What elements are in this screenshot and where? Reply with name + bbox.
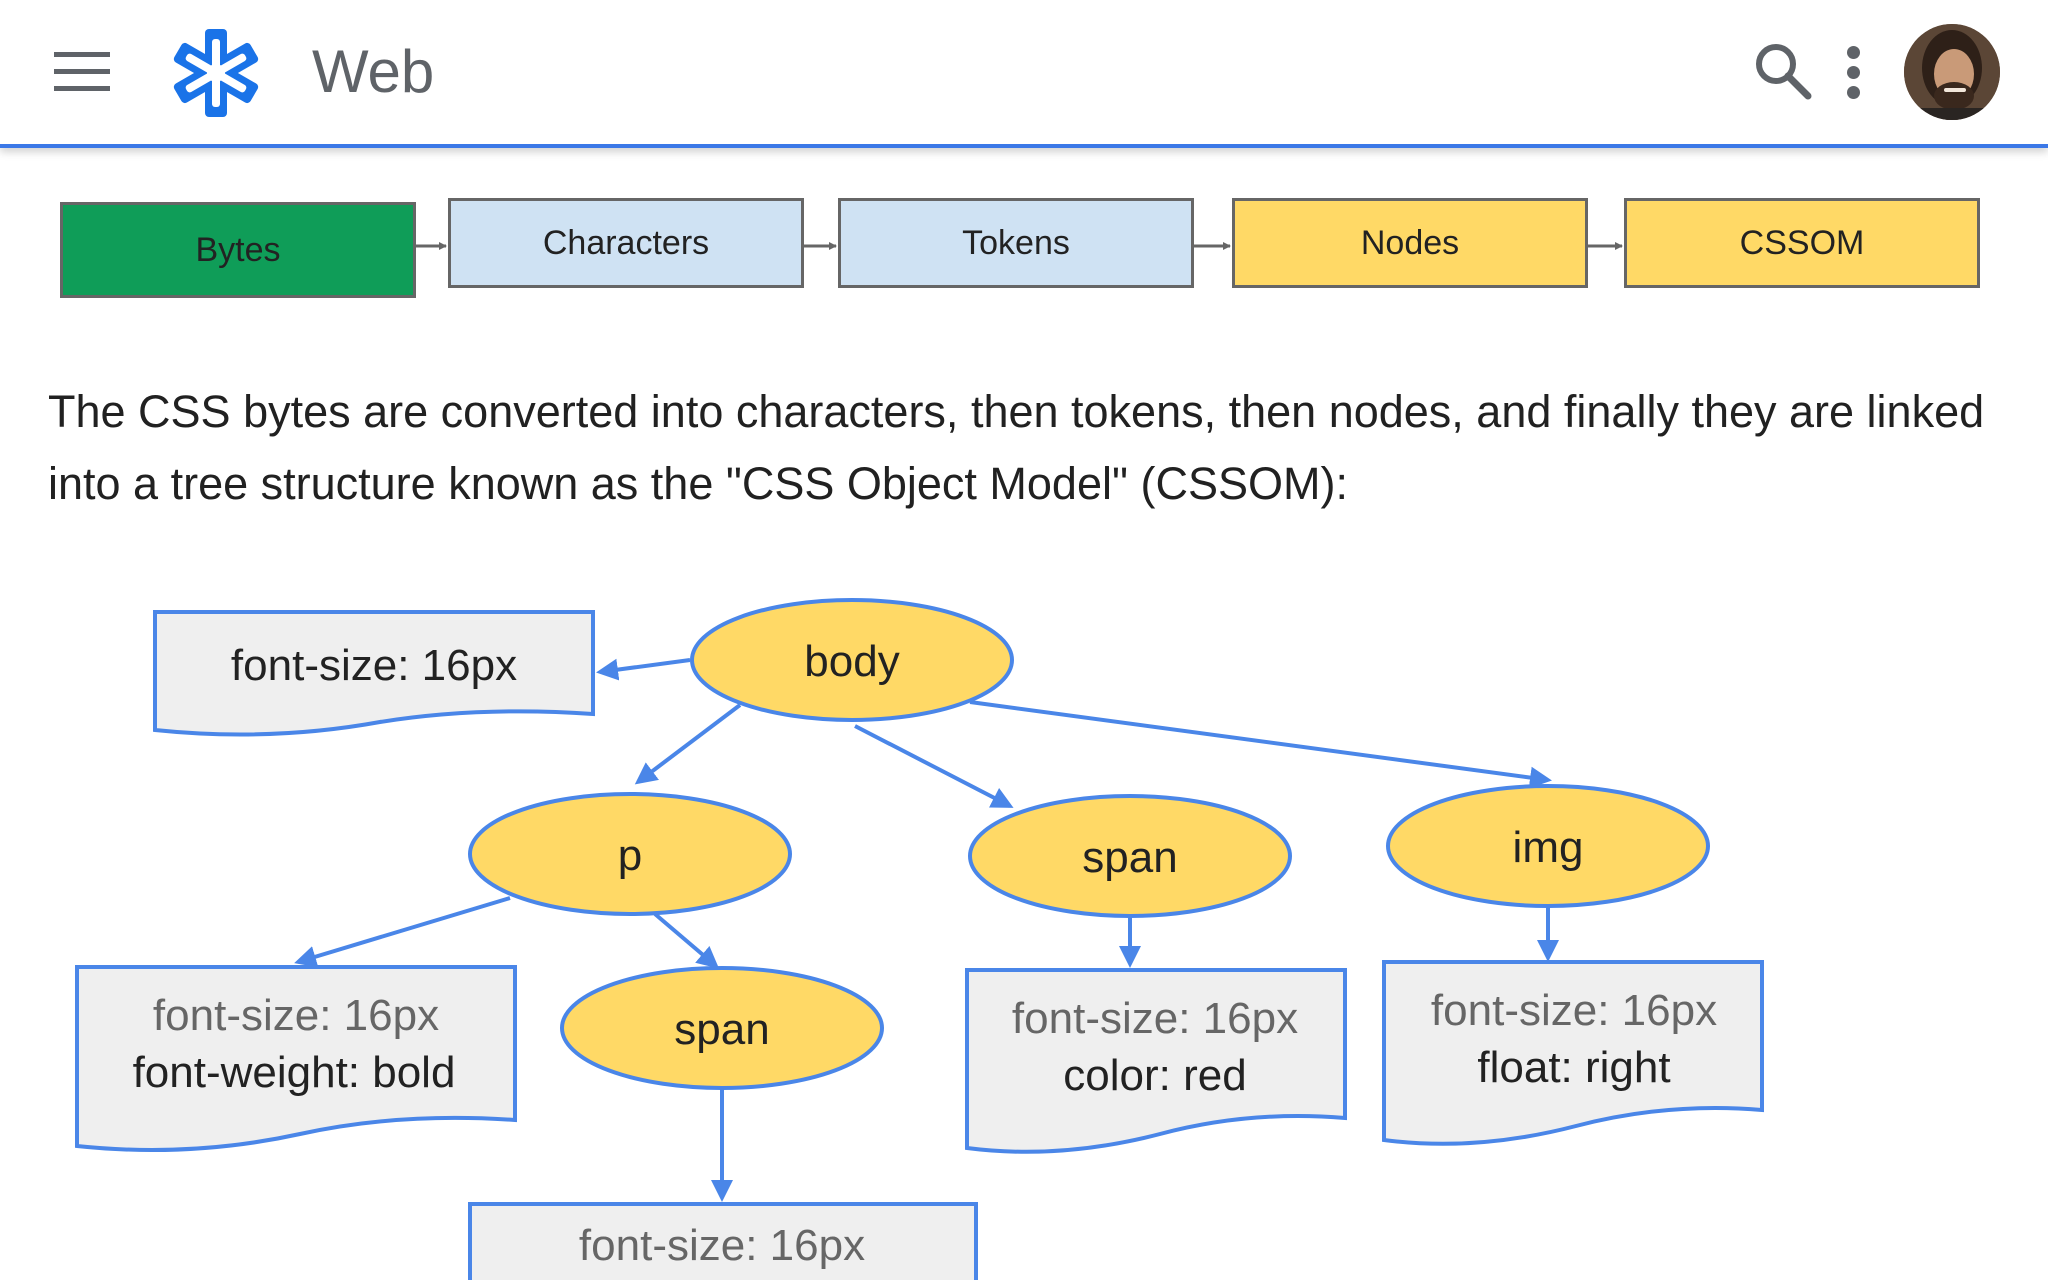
cssom-description: The CSS bytes are converted into charact…: [48, 386, 1985, 509]
edge-body-span: [854, 724, 1014, 808]
style-text-img-line2: float: right: [1477, 1043, 1670, 1092]
node-label-img: img: [1513, 823, 1584, 872]
pipeline-arrows: [416, 242, 1623, 250]
style-text-span-line2: color: red: [1063, 1051, 1246, 1100]
cssom-tree-diagram: font-size: 16px font-size: 16px font-wei…: [75, 598, 1764, 1280]
edge-body-style: [596, 658, 691, 681]
edge-p-span: [653, 912, 720, 969]
search-icon[interactable]: [1752, 40, 1814, 102]
more-vert-icon[interactable]: [1844, 44, 1864, 100]
pipeline-stage-nodes: Nodes: [1232, 198, 1588, 288]
pipeline-stage-cssom: CSSOM: [1624, 198, 1980, 288]
style-box-p: font-size: 16px font-weight: bold: [75, 965, 517, 1152]
asterisk-logo-icon[interactable]: [168, 28, 264, 118]
node-label-span-child: span: [674, 1005, 769, 1054]
style-text-span-child-line1: font-size: 16px: [579, 1221, 865, 1270]
style-text-p-line1: font-size: 16px: [153, 991, 439, 1040]
tree-node-body: body: [690, 598, 1014, 722]
css-conversion-pipeline: Bytes Characters Tokens Nodes CSSOM: [0, 190, 2048, 300]
style-text-span-line1: font-size: 16px: [1012, 994, 1298, 1043]
node-label-span: span: [1082, 833, 1177, 882]
edge-body-p: [634, 703, 742, 785]
style-box-span-child: font-size: 16px: [468, 1202, 978, 1280]
style-box-body: font-size: 16px: [153, 610, 595, 737]
style-box-img: font-size: 16px float: right: [1382, 960, 1764, 1146]
node-label-body: body: [804, 637, 899, 686]
pipeline-stage-bytes: Bytes: [60, 202, 416, 298]
site-title[interactable]: Web: [312, 38, 435, 105]
hamburger-menu-icon[interactable]: [54, 52, 112, 92]
top-app-bar: Web: [0, 0, 2048, 148]
pipeline-stage-tokens: Tokens: [838, 198, 1194, 288]
edge-p-style: [294, 896, 511, 968]
style-text-body-line1: font-size: 16px: [231, 641, 517, 690]
tree-node-p: p: [468, 792, 792, 916]
style-text-img-line1: font-size: 16px: [1431, 986, 1717, 1035]
tree-edges: [294, 658, 1559, 1202]
node-label-p: p: [618, 831, 642, 880]
edge-body-img: [969, 700, 1552, 789]
tree-node-span: span: [968, 794, 1292, 918]
tree-node-img: img: [1386, 784, 1710, 908]
pipeline-stage-characters: Characters: [448, 198, 804, 288]
style-text-p-line2: font-weight: bold: [133, 1048, 456, 1097]
tree-node-span-child: span: [560, 966, 884, 1090]
style-box-span: font-size: 16px color: red: [965, 968, 1347, 1154]
user-avatar[interactable]: [1904, 24, 2000, 120]
